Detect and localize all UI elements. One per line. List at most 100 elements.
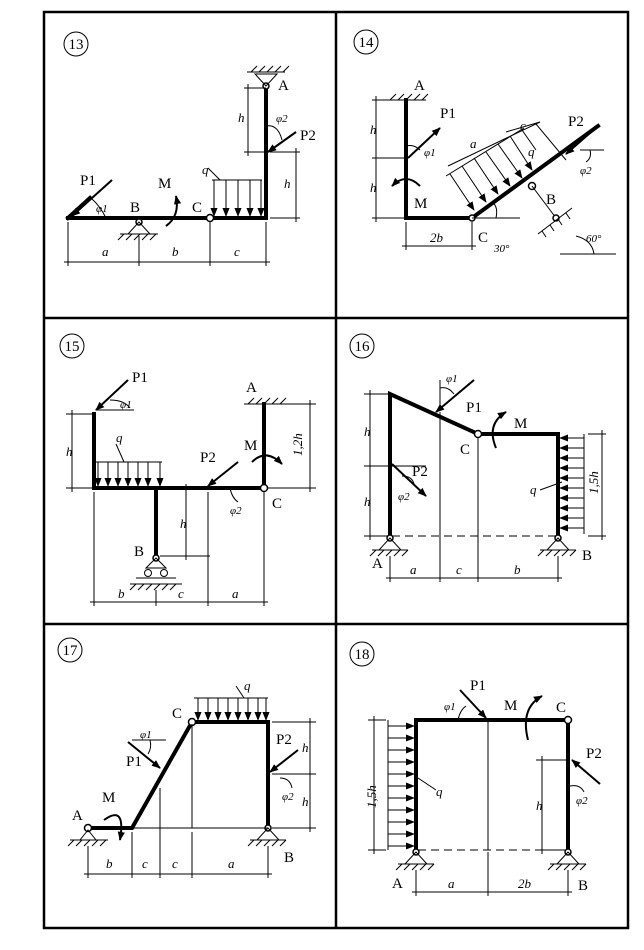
label-q: q bbox=[202, 162, 209, 177]
label-c: C bbox=[478, 230, 488, 246]
distributed-load-q bbox=[387, 720, 437, 850]
dim-a: a bbox=[228, 856, 235, 871]
force-p2-arrow bbox=[391, 463, 427, 497]
dim-2b: 2b bbox=[430, 230, 444, 245]
rod-b bbox=[531, 185, 557, 219]
problem-number: 13 bbox=[69, 37, 84, 53]
force-p1-arrow bbox=[435, 379, 475, 413]
label-m: M bbox=[158, 176, 171, 192]
hinge-c bbox=[563, 715, 573, 725]
left-frame bbox=[388, 390, 481, 538]
label-b: B bbox=[546, 192, 556, 208]
label-q: q bbox=[436, 784, 443, 799]
dim-1-2h: 1,2h bbox=[290, 433, 305, 456]
distributed-load-q bbox=[445, 127, 537, 211]
dimension-lines bbox=[66, 400, 316, 606]
problem-number: 14 bbox=[359, 35, 375, 51]
label-p1: P1 bbox=[80, 173, 96, 189]
dim-b: b bbox=[514, 562, 521, 577]
moment-m-arrow bbox=[524, 695, 543, 741]
problem-18: 18 bbox=[349, 641, 602, 896]
dim-2b: 2b bbox=[518, 876, 532, 891]
force-p2-arrow bbox=[571, 759, 601, 785]
pin-support-a bbox=[67, 829, 108, 847]
label-m: M bbox=[244, 438, 257, 454]
dim-h-lower: h bbox=[302, 794, 309, 809]
label-b: B bbox=[130, 200, 140, 216]
label-a: A bbox=[72, 808, 83, 824]
force-p2-arrow bbox=[269, 749, 299, 773]
force-p2-arrow bbox=[267, 131, 297, 153]
distributed-load-q bbox=[539, 434, 585, 534]
problem-17: 17 bbox=[57, 637, 316, 878]
label-c: C bbox=[272, 496, 282, 512]
problem-number: 18 bbox=[355, 647, 370, 663]
label-c: C bbox=[556, 700, 566, 716]
dim-c-second: c bbox=[172, 856, 178, 871]
problem-13: 13 bbox=[63, 31, 316, 266]
problem-number-circle bbox=[59, 333, 85, 359]
label-m: M bbox=[102, 790, 115, 806]
frame-member bbox=[404, 98, 601, 220]
dim-a: a bbox=[470, 136, 477, 151]
dimension-lines bbox=[372, 96, 476, 250]
label-phi1: φ1 bbox=[96, 203, 108, 215]
label-q: q bbox=[528, 144, 535, 159]
pin-support-a bbox=[395, 848, 435, 871]
dim-h-left: h bbox=[66, 444, 73, 459]
hinge-c bbox=[205, 213, 215, 223]
fixed-support-a bbox=[244, 397, 287, 405]
hinge-c bbox=[259, 483, 269, 493]
label-phi1: φ1 bbox=[444, 701, 456, 713]
rod-support bbox=[537, 207, 573, 238]
problem-14: 14 bbox=[353, 29, 616, 255]
label-p1: P1 bbox=[132, 370, 148, 386]
label-60deg: 60° bbox=[586, 233, 602, 245]
moment-m-arrow bbox=[391, 177, 421, 187]
label-q: q bbox=[530, 482, 537, 497]
dim-a: a bbox=[102, 244, 109, 259]
distributed-load-q bbox=[94, 443, 164, 487]
label-phi1: φ1 bbox=[120, 399, 132, 411]
label-phi1: φ1 bbox=[424, 147, 436, 159]
dim-h-lower: h bbox=[364, 494, 371, 509]
label-p1: P1 bbox=[470, 678, 486, 694]
pin-support-a bbox=[247, 65, 290, 90]
label-m: M bbox=[514, 416, 527, 432]
dim-1-5h: 1,5h bbox=[364, 785, 379, 808]
dimension-lines bbox=[368, 716, 572, 896]
label-p2: P2 bbox=[200, 450, 216, 466]
label-p2: P2 bbox=[586, 746, 602, 762]
label-phi2: φ2 bbox=[282, 791, 294, 803]
problem-number-circle bbox=[57, 637, 83, 663]
label-phi2: φ2 bbox=[276, 113, 288, 125]
label-p1: P1 bbox=[466, 400, 482, 416]
frame-member bbox=[86, 720, 270, 830]
pin-support-b bbox=[117, 218, 158, 241]
label-m: M bbox=[504, 698, 517, 714]
problem-number: 16 bbox=[355, 339, 371, 355]
label-p2: P2 bbox=[276, 732, 292, 748]
dim-c: c bbox=[234, 244, 240, 259]
problem-number-circle bbox=[63, 31, 89, 57]
label-phi2: φ2 bbox=[576, 795, 588, 807]
label-q: q bbox=[116, 430, 123, 445]
force-p2-arrow bbox=[207, 461, 239, 487]
force-p2-arrow bbox=[565, 125, 599, 155]
moment-m-arrow bbox=[251, 454, 283, 465]
force-p1-arrow bbox=[95, 379, 129, 411]
problem-number: 17 bbox=[63, 643, 79, 659]
force-p1-arrow bbox=[459, 689, 487, 719]
pin-support-b bbox=[537, 534, 577, 557]
dim-c-first: c bbox=[142, 856, 148, 871]
problem-15: 15 bbox=[59, 333, 316, 606]
dim-h-upper: h bbox=[302, 740, 309, 755]
dim-h: h bbox=[536, 798, 543, 813]
problem-number-circle bbox=[349, 641, 375, 667]
distributed-load-q bbox=[207, 167, 265, 217]
label-c: C bbox=[192, 200, 202, 216]
moment-m-arrow bbox=[165, 195, 182, 227]
dim-1-5h: 1,5h bbox=[586, 471, 601, 494]
dim-h-mid: h bbox=[180, 516, 187, 531]
